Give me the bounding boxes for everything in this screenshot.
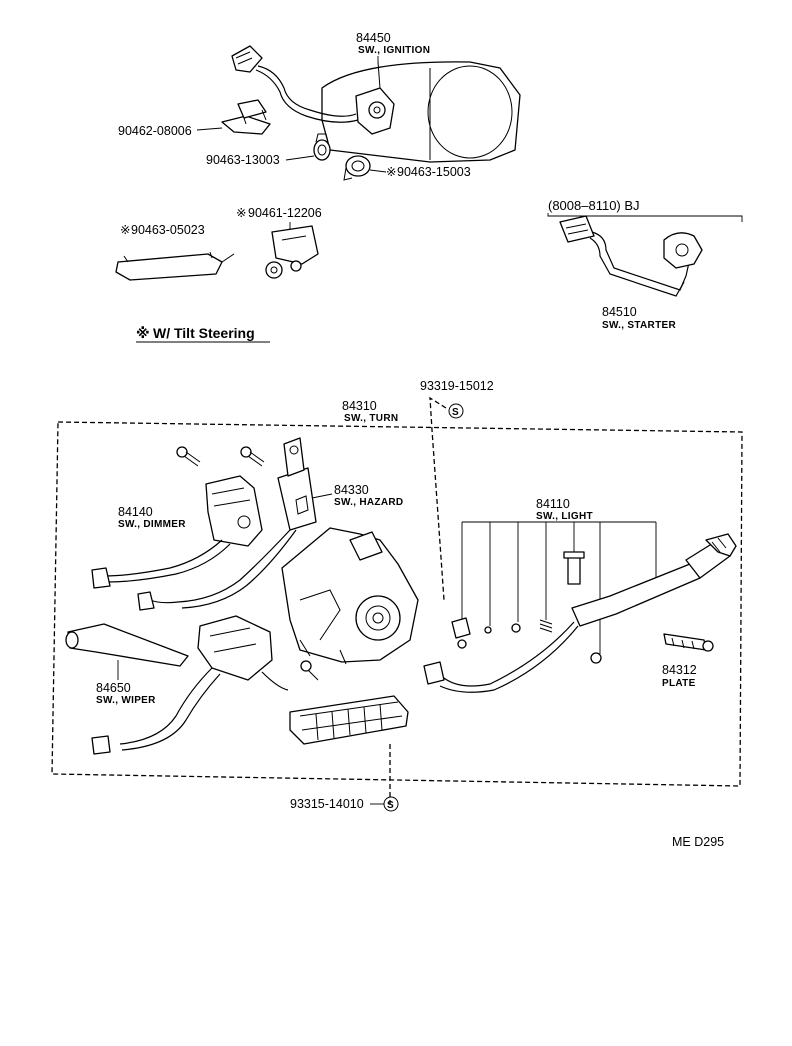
tilt-note-asterisk: ※ (136, 325, 150, 341)
plate (663, 633, 714, 652)
clamp-90463-15003-asterisk: ※ (386, 165, 396, 179)
hazard-switch (137, 437, 317, 611)
turn-switch-name: SW., TURN (344, 413, 398, 424)
plate-name: PLATE (662, 678, 696, 689)
starter-switch (559, 215, 703, 297)
clamp-90463-05023 (115, 251, 235, 281)
bracket-90462-08006-number: 90462-08006 (118, 124, 192, 138)
clamp-90461-12206-number: 90461-12206 (248, 206, 322, 220)
clamp-90463-05023-number: 90463-05023 (131, 223, 205, 237)
clamp-90461-12206-asterisk: ※ (236, 206, 246, 220)
light-switch-lever (423, 533, 737, 693)
bj-range-label: (8008–8110) BJ (548, 198, 640, 213)
steering-column-cover (321, 61, 521, 163)
figure-code: ME D295 (672, 835, 724, 849)
clamp-90463-13003 (313, 133, 331, 161)
wiper-switch-number: 84650 (96, 681, 131, 695)
ignition-switch-number: 84450 (356, 31, 391, 45)
light-switch-small-parts (451, 551, 602, 664)
clamp-90463-15003 (343, 155, 371, 181)
hazard-switch-number: 84330 (334, 483, 369, 497)
clamp-90463-05023-asterisk: ※ (120, 223, 130, 237)
starter-switch-name: SW., STARTER (602, 320, 676, 331)
light-switch-name: SW., LIGHT (536, 511, 593, 522)
screw-top-left (176, 446, 201, 467)
screw-bottom (300, 660, 319, 681)
dimmer-switch-name: SW., DIMMER (118, 519, 186, 530)
wiper-switch-name: SW., WIPER (96, 695, 156, 706)
connector-block (289, 695, 409, 745)
turn-switch-number: 84310 (342, 399, 377, 413)
tilt-note-text: W/ Tilt Steering (153, 325, 255, 341)
hazard-switch-name: SW., HAZARD (334, 497, 403, 508)
wiper-switch (65, 615, 289, 755)
ignition-switch (355, 61, 395, 135)
dimmer-switch-number: 84140 (118, 505, 153, 519)
s-part-bottom-symbol: S (387, 800, 394, 811)
s-part-top-number: 93319-15012 (420, 379, 494, 393)
plate-number: 84312 (662, 663, 697, 677)
clamp-90463-13003-number: 90463-13003 (206, 153, 280, 167)
clamp-90461-12206 (265, 225, 319, 279)
dimmer-switch (91, 475, 263, 589)
tilt-steering-note: ※ W/ Tilt Steering (136, 325, 270, 343)
bracket-90462-08006 (221, 99, 271, 135)
light-switch-leader-bracket (461, 521, 657, 654)
s-part-top-symbol-circle (448, 403, 464, 419)
s-part-top-symbol: S (452, 407, 459, 418)
ignition-switch-name: SW., IGNITION (358, 45, 430, 56)
light-switch-number: 84110 (536, 497, 570, 511)
combination-switch-boundary (51, 421, 743, 787)
clamp-90463-15003-number: 90463-15003 (397, 165, 471, 179)
turn-switch-body (281, 527, 419, 665)
s-part-bottom-number: 93315-14010 (290, 797, 364, 811)
screw-top-right (240, 446, 265, 467)
starter-switch-number: 84510 (602, 305, 637, 319)
s-part-bottom-symbol-circle (383, 796, 399, 812)
ignition-harness (231, 45, 359, 123)
